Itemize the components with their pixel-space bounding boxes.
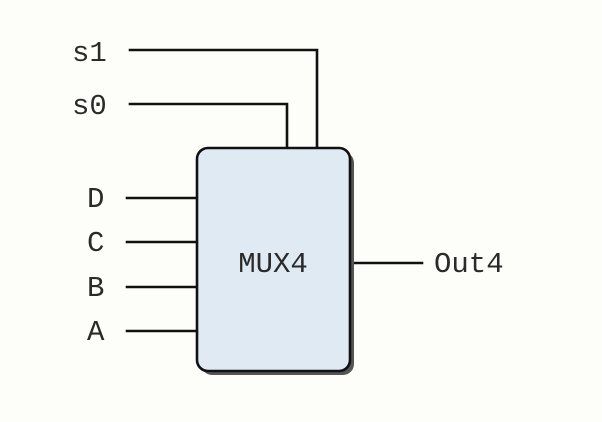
output-label: Out4 [434,248,504,281]
mux4-block: MUX4 [195,146,354,375]
mux4-block-label: MUX4 [238,248,308,281]
select-line-s0: s0 [72,90,289,151]
select-wire-s1 [128,48,319,151]
select-label-s1: s1 [72,37,107,70]
data-input-a: A [87,316,199,349]
data-input-label-b: B [87,272,104,305]
select-label-s0: s0 [72,90,107,123]
data-input-label-d: D [87,183,104,216]
output-line: Out4 [348,248,504,281]
data-input-c: C [87,227,199,260]
data-input-label-a: A [87,316,105,349]
data-input-label-c: C [87,227,104,260]
data-input-d: D [87,183,199,216]
select-wire-s0 [128,102,289,151]
select-line-s1: s1 [72,37,319,151]
data-input-b: B [87,272,199,305]
mux4-block-body [195,146,352,373]
